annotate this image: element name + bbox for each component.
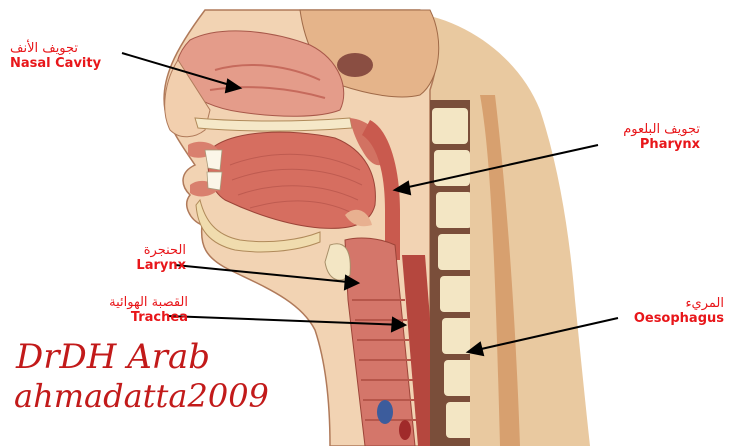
label-nasal-cavity-en: Nasal Cavity (10, 57, 101, 72)
lower-teeth (207, 172, 222, 190)
signature-line-1: DrDH Arab (16, 340, 210, 374)
label-trachea-en: Trachea (96, 311, 188, 326)
label-oesophagus-en: Oesophagus (634, 312, 724, 327)
label-larynx: الحنجرة Larynx (118, 244, 186, 274)
label-trachea: القصبة الهوائية Trachea (96, 296, 188, 326)
label-oesophagus-ar: المريء (634, 297, 724, 312)
signature-line-2: ahmadatta2009 (14, 380, 269, 412)
label-larynx-ar: الحنجرة (118, 244, 186, 259)
label-pharynx: تجويف البلعوم Pharynx (623, 123, 700, 153)
label-larynx-en: Larynx (118, 259, 186, 274)
label-trachea-ar: القصبة الهوائية (96, 296, 188, 311)
sphenoid-sinus (337, 53, 373, 77)
label-pharynx-en: Pharynx (623, 138, 700, 153)
label-pharynx-ar: تجويف البلعوم (623, 123, 700, 138)
label-oesophagus: المريء Oesophagus (634, 297, 724, 327)
label-nasal-cavity-ar: تجويف الأنف (10, 42, 101, 57)
upper-teeth (205, 150, 222, 170)
label-nasal-cavity: تجويف الأنف Nasal Cavity (10, 42, 101, 72)
blood-vessel (377, 400, 393, 424)
